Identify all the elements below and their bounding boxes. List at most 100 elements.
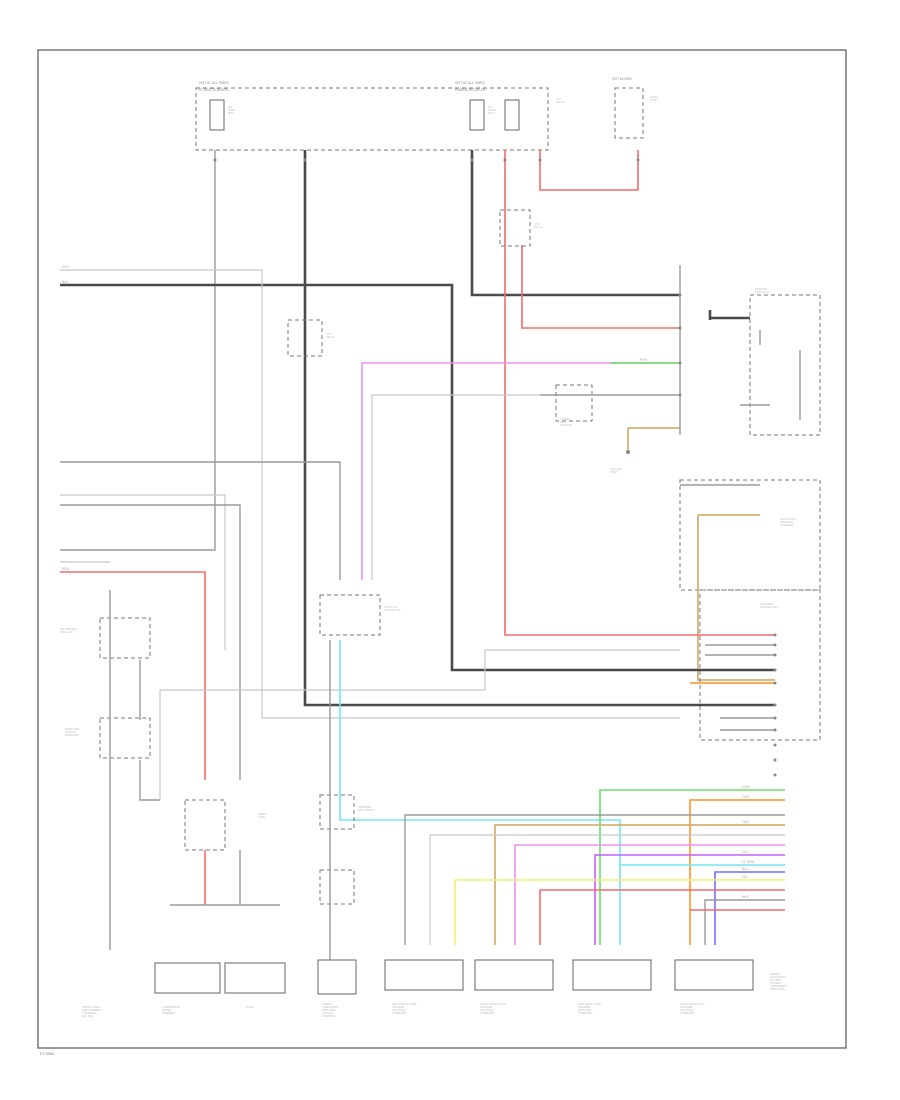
ecu-block [699,589,821,741]
stereo-jack-box [555,384,593,422]
wire-left-top-1 [60,269,680,719]
hot-run-label: HOT IN RUN [612,77,632,81]
wire-spk-pink [514,844,785,945]
component-speaker-lf [384,959,464,991]
code-red: RED [62,567,70,571]
wire-spk-gray-1 [404,814,785,945]
code-blk: BLK [62,280,69,284]
fuse-right-1 [504,99,520,131]
wire-black-trunk [303,150,680,707]
wire-spk-violet [594,854,785,945]
wire-spk-tan [494,824,785,945]
component-speaker-rr [674,959,754,991]
code-ltgrn: LT GRN [742,860,755,864]
wire-left-vertical [109,590,160,950]
relay-right [499,209,531,247]
relay-mid [287,319,323,357]
code-blu: BLU [742,867,749,871]
code-pnk: PNK [640,358,648,362]
wire-left-long-gray [159,649,680,800]
code-tan: TAN [742,820,749,824]
wire-pink [361,362,680,580]
wire-spk-orange [689,799,785,945]
instrument-panel-jb [99,617,151,659]
meter-relay-box [184,799,226,851]
wire-left-top-3 [60,494,226,650]
wire-left-red [60,571,206,780]
wire-nav-tan [697,514,775,681]
fuse-left [209,99,225,131]
wire-light-gray-upper [371,394,540,580]
component-combination-meter [154,962,221,994]
wire-left-fuse-down [60,150,216,551]
fuse-mid [469,99,485,131]
code-grn: GRN [742,785,750,789]
wire-spk-gray-3 [704,899,785,945]
diagram-frame [37,49,847,1049]
connector-pins [213,158,777,777]
antenna-internal-1 [708,310,750,320]
wire-spk-blue [714,871,785,945]
component-stereo-amp [317,959,357,995]
antenna-box [749,294,821,436]
navigation-unit-box [679,479,821,591]
junction-connector-1 [319,594,381,636]
component-speaker-rf [474,959,554,991]
hot-run-box [614,87,644,139]
bottom-label-c: CLOCK [245,1005,254,1009]
code-yel: YEL [742,875,749,879]
ground-point-dot [626,450,630,454]
footer-code: FT-0064 [40,1052,54,1056]
radio-receiver-box [99,717,151,759]
wire-left-top-2 [60,461,341,580]
antenna-internal-2 [740,330,801,420]
wire-spk-red-1 [539,889,785,945]
hot-fuse-right-label: HOT AT ALL TIMES [455,81,486,85]
code-gry: GRY [62,265,70,269]
wire-spk-gray-2 [429,834,785,945]
antenna-box-lower [319,869,355,905]
wire-red-top-right [539,150,639,191]
underhood-box-label: ENGINE ROOM J/B [455,88,486,92]
wire-cyan-center [339,640,621,945]
wire-left-top-4 [60,504,241,780]
code-wht: WHT [742,895,750,899]
wire-red-to-antenna [521,245,680,329]
wire-red-right-trunk [504,150,680,636]
component-speaker-lr [572,959,652,991]
wire-black-horizontal-top [60,283,680,672]
wire-spk-yellow [454,879,785,945]
component-clock [224,962,286,994]
junction-box-left [195,87,549,151]
junction-box-left-label: IP JUNCTION BOX [199,88,229,92]
code-vio: VIO [742,850,748,854]
steering-switch-box [319,794,355,830]
wire-black-right-fuse [470,150,680,297]
hot-fuse-left-label: HOT AT ALL TIMES [199,81,230,85]
